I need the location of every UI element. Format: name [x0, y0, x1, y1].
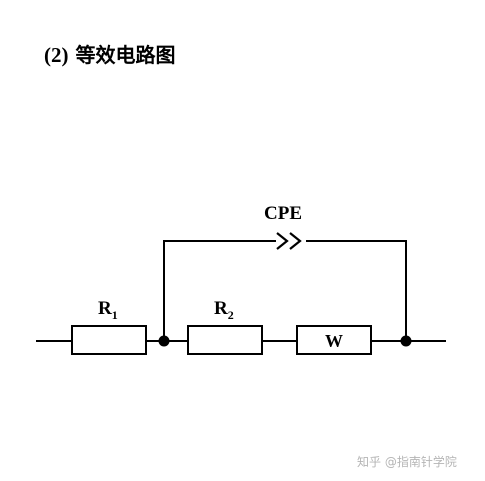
warburg-element — [296, 325, 372, 355]
heading-title: 等效电路图 — [75, 43, 176, 67]
resistor-r1 — [71, 325, 147, 355]
label-r2-subscript: 2 — [228, 308, 234, 322]
label-r1-letter: R — [98, 298, 112, 319]
junction-node-left — [158, 335, 170, 347]
cpe-chevron-1 — [276, 232, 289, 250]
diagram-heading: (2) 等效电路图 — [44, 45, 175, 66]
cpe-symbol — [276, 232, 306, 250]
label-r2-letter: R — [214, 298, 228, 319]
label-warburg: W — [325, 331, 343, 351]
heading-number: (2) — [44, 43, 69, 67]
label-cpe: CPE — [264, 203, 302, 224]
label-r1-subscript: 1 — [112, 308, 118, 322]
junction-node-right — [400, 335, 412, 347]
watermark-author: @指南针学院 — [384, 455, 457, 469]
label-r1: R1 — [98, 298, 118, 322]
watermark: 知乎 @指南针学院 — [357, 453, 457, 470]
cpe-chevron-2 — [289, 232, 302, 250]
watermark-platform: 知乎 — [357, 455, 382, 469]
resistor-r2 — [187, 325, 263, 355]
label-r2: R2 — [214, 298, 234, 322]
